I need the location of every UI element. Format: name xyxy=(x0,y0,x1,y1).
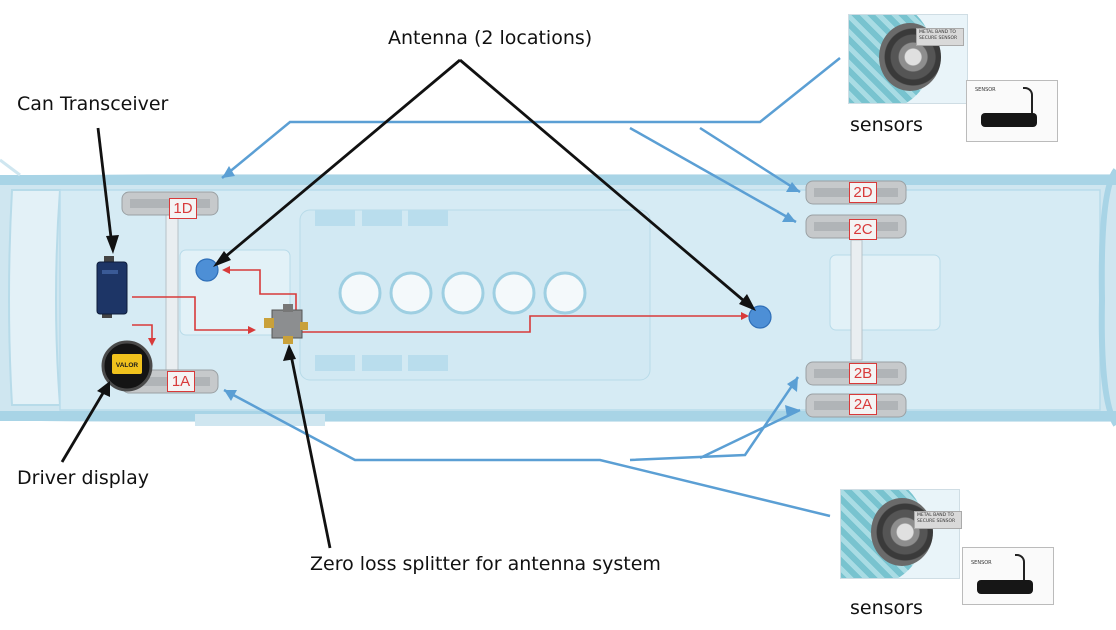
sensors-label-bottom: sensors xyxy=(850,597,923,619)
splitter-label: Zero loss splitter for antenna system xyxy=(310,553,661,575)
wheel-tag-2c: 2C xyxy=(849,219,877,240)
rear-axle xyxy=(850,239,863,361)
engine-fans xyxy=(338,271,587,315)
driver-display-label: Driver display xyxy=(17,467,149,489)
antenna-rear xyxy=(748,305,772,329)
wheel-tag-1a: 1A xyxy=(167,371,195,392)
can-transceiver xyxy=(96,256,128,318)
sensor-photo-top: METAL BAND TO SECURE SENSOR SENSOR xyxy=(848,14,1058,144)
sensor-closeup: SENSOR xyxy=(966,80,1058,142)
pointer-arrows xyxy=(60,58,751,549)
rim-icon xyxy=(871,498,933,566)
front-axle xyxy=(165,214,179,376)
driver-display: VALOR xyxy=(101,340,153,392)
wheel-tag-2a: 2A xyxy=(849,394,877,415)
band-note: METAL BAND TO SECURE SENSOR xyxy=(916,28,964,46)
wheel-tag-1d: 1D xyxy=(169,198,197,219)
wiring xyxy=(132,269,745,340)
wheel-tag-2d: 2D xyxy=(849,182,877,203)
sensors-label-top: sensors xyxy=(850,114,923,136)
antenna-label: Antenna (2 locations) xyxy=(388,27,593,49)
svg-text:VALOR: VALOR xyxy=(116,362,139,369)
sensor-lines xyxy=(221,57,841,518)
sensor-icon xyxy=(977,580,1033,594)
wheel-tag-2b: 2B xyxy=(849,363,877,384)
sensor-icon xyxy=(981,113,1037,127)
sensor-photo-bottom: METAL BAND TO SECURE SENSOR SENSOR xyxy=(840,489,1055,619)
antenna-front xyxy=(195,258,219,282)
zero-loss-splitter xyxy=(264,304,308,344)
sensor-closeup: SENSOR xyxy=(962,547,1054,605)
can-transceiver-label: Can Transceiver xyxy=(17,93,169,115)
band-note: METAL BAND TO SECURE SENSOR xyxy=(914,511,962,529)
